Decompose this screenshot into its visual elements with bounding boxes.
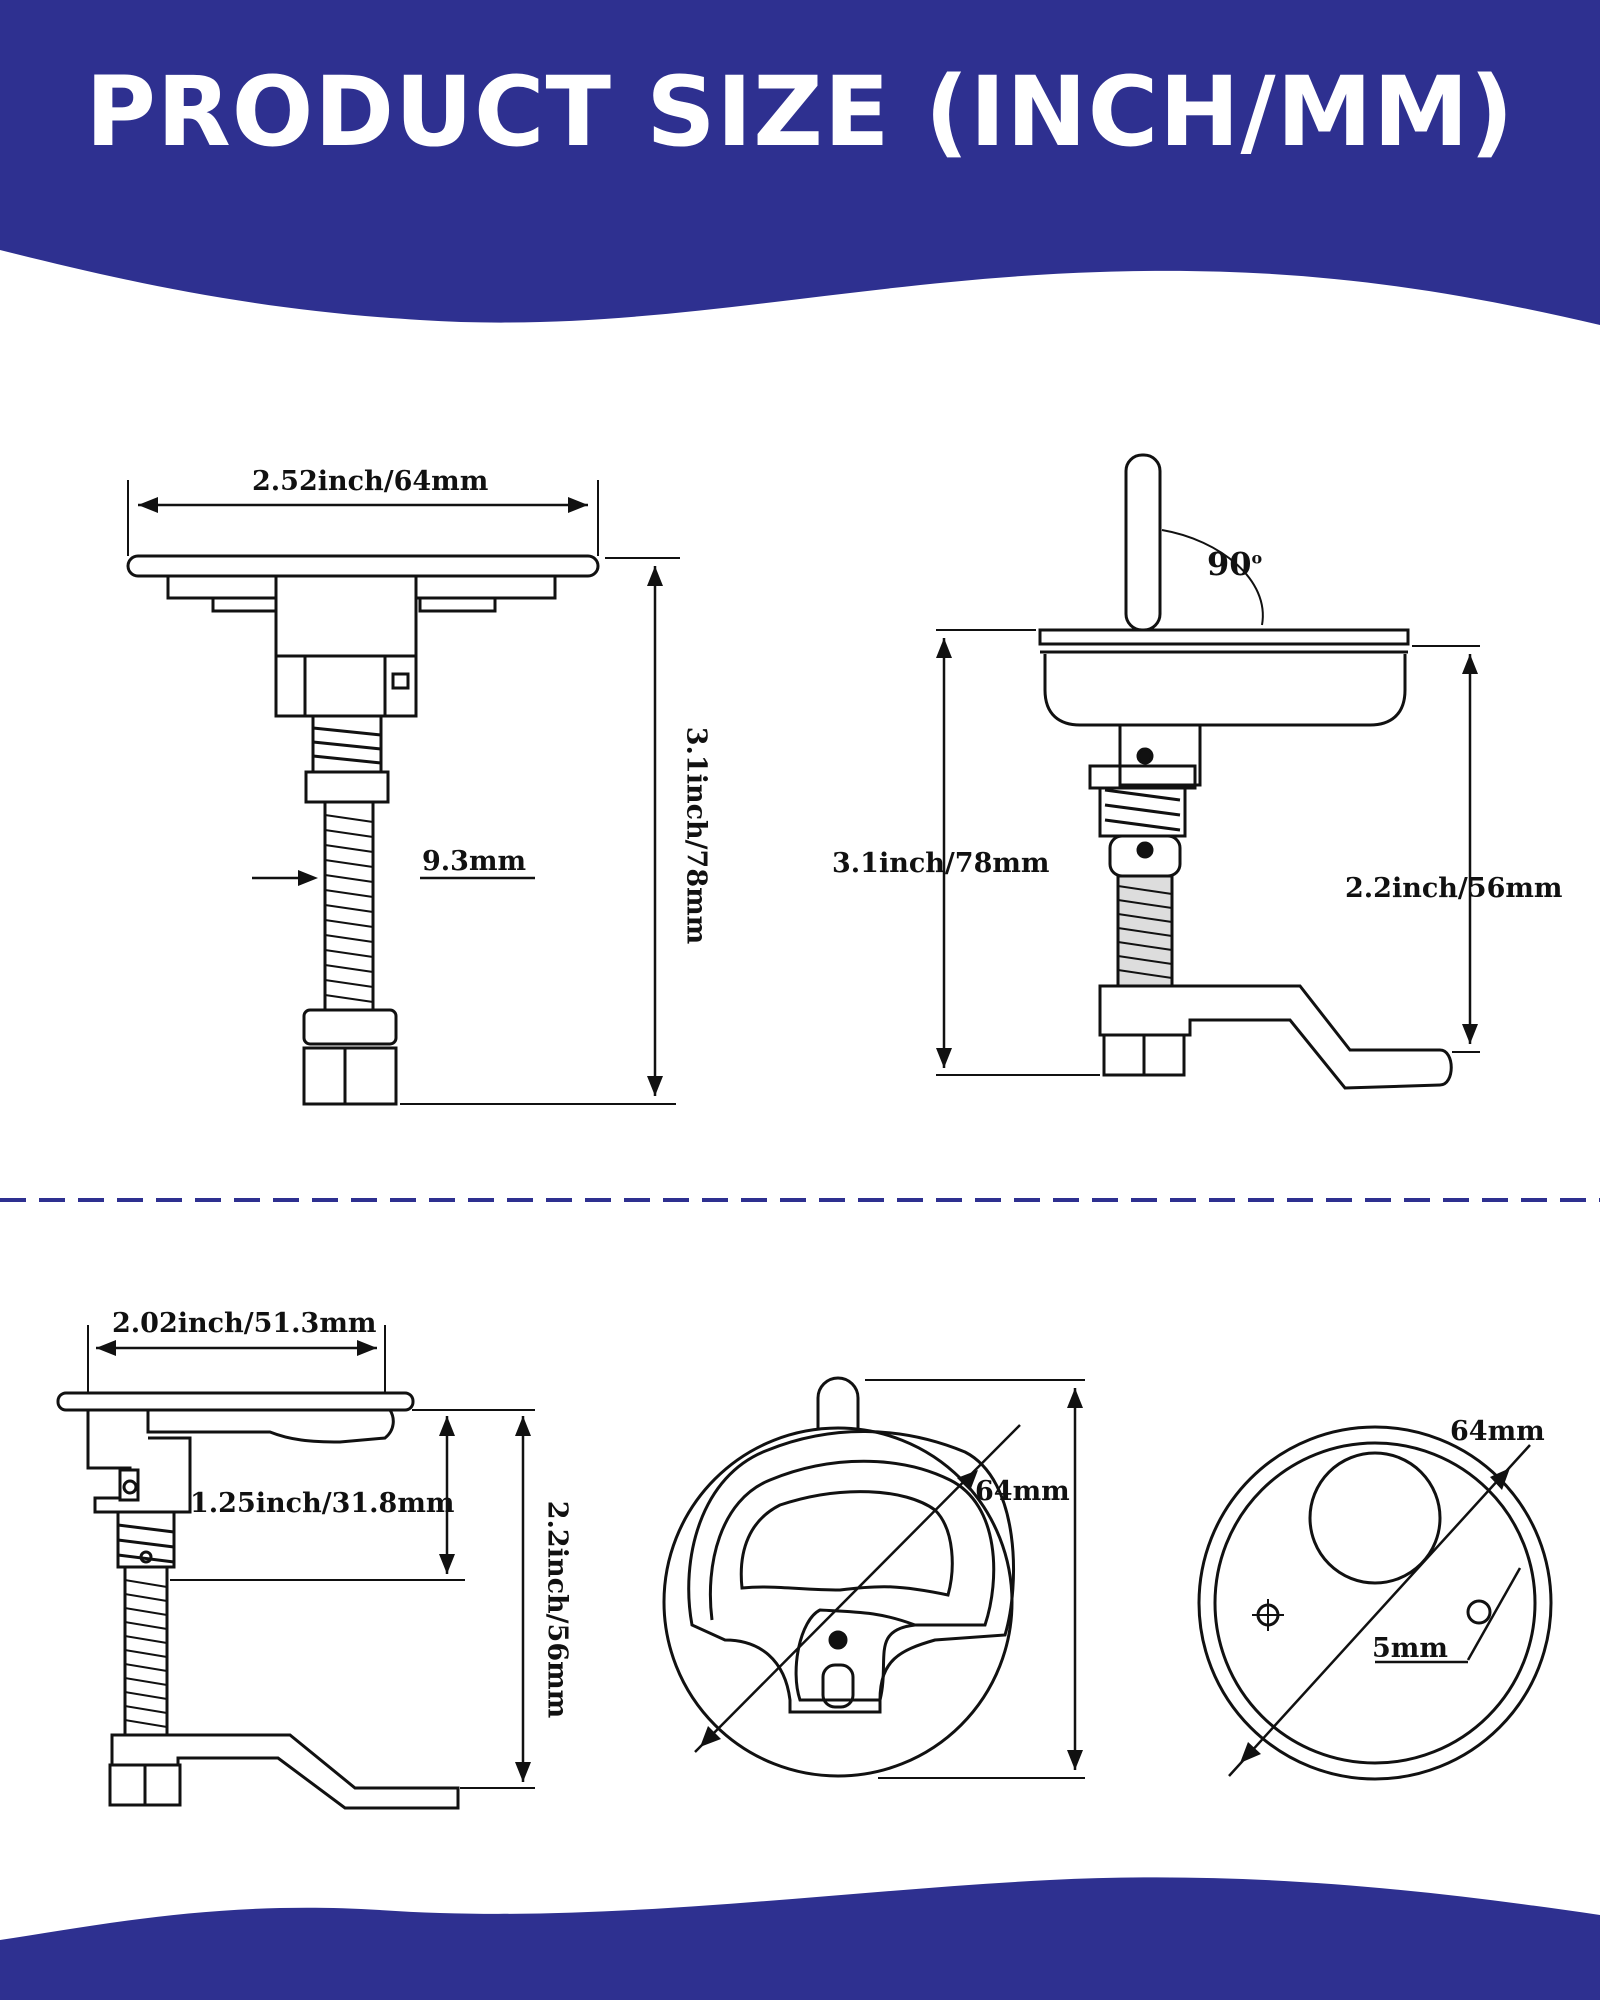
front-width-label: 2.52inch/64mm	[252, 466, 489, 497]
top-diameter-label: 64mm	[975, 1476, 1070, 1507]
side-depth-label: 1.25inch/31.8mm	[190, 1488, 455, 1519]
side-view-diagram	[56, 1325, 535, 1810]
angle-cam-height-label: 2.2inch/56mm	[1345, 873, 1563, 904]
front-height-label: 3.1inch/78mm	[680, 726, 712, 945]
angle-label: 90o	[1207, 545, 1263, 583]
footer-band	[0, 1877, 1600, 2000]
cutout-view-diagram	[1197, 1425, 1553, 1781]
page-title: PRODUCT SIZE (INCH/MM)	[85, 56, 1515, 168]
hole-diameter-label: 5mm	[1372, 1633, 1448, 1664]
angle-total-height-label: 3.1inch/78mm	[832, 848, 1050, 879]
side-height-label: 2.2inch/56mm	[541, 1500, 573, 1719]
side-width-label: 2.02inch/51.3mm	[112, 1308, 377, 1339]
top-view-diagram	[662, 1376, 1085, 1779]
header-band	[0, 0, 1600, 325]
front-view-diagram	[126, 480, 680, 1106]
cutout-diameter-label: 64mm	[1450, 1416, 1545, 1447]
angle-unit-label: o	[1251, 548, 1263, 568]
angle-view-diagram	[936, 453, 1480, 1090]
shaft-diameter-label: 9.3mm	[422, 846, 527, 877]
